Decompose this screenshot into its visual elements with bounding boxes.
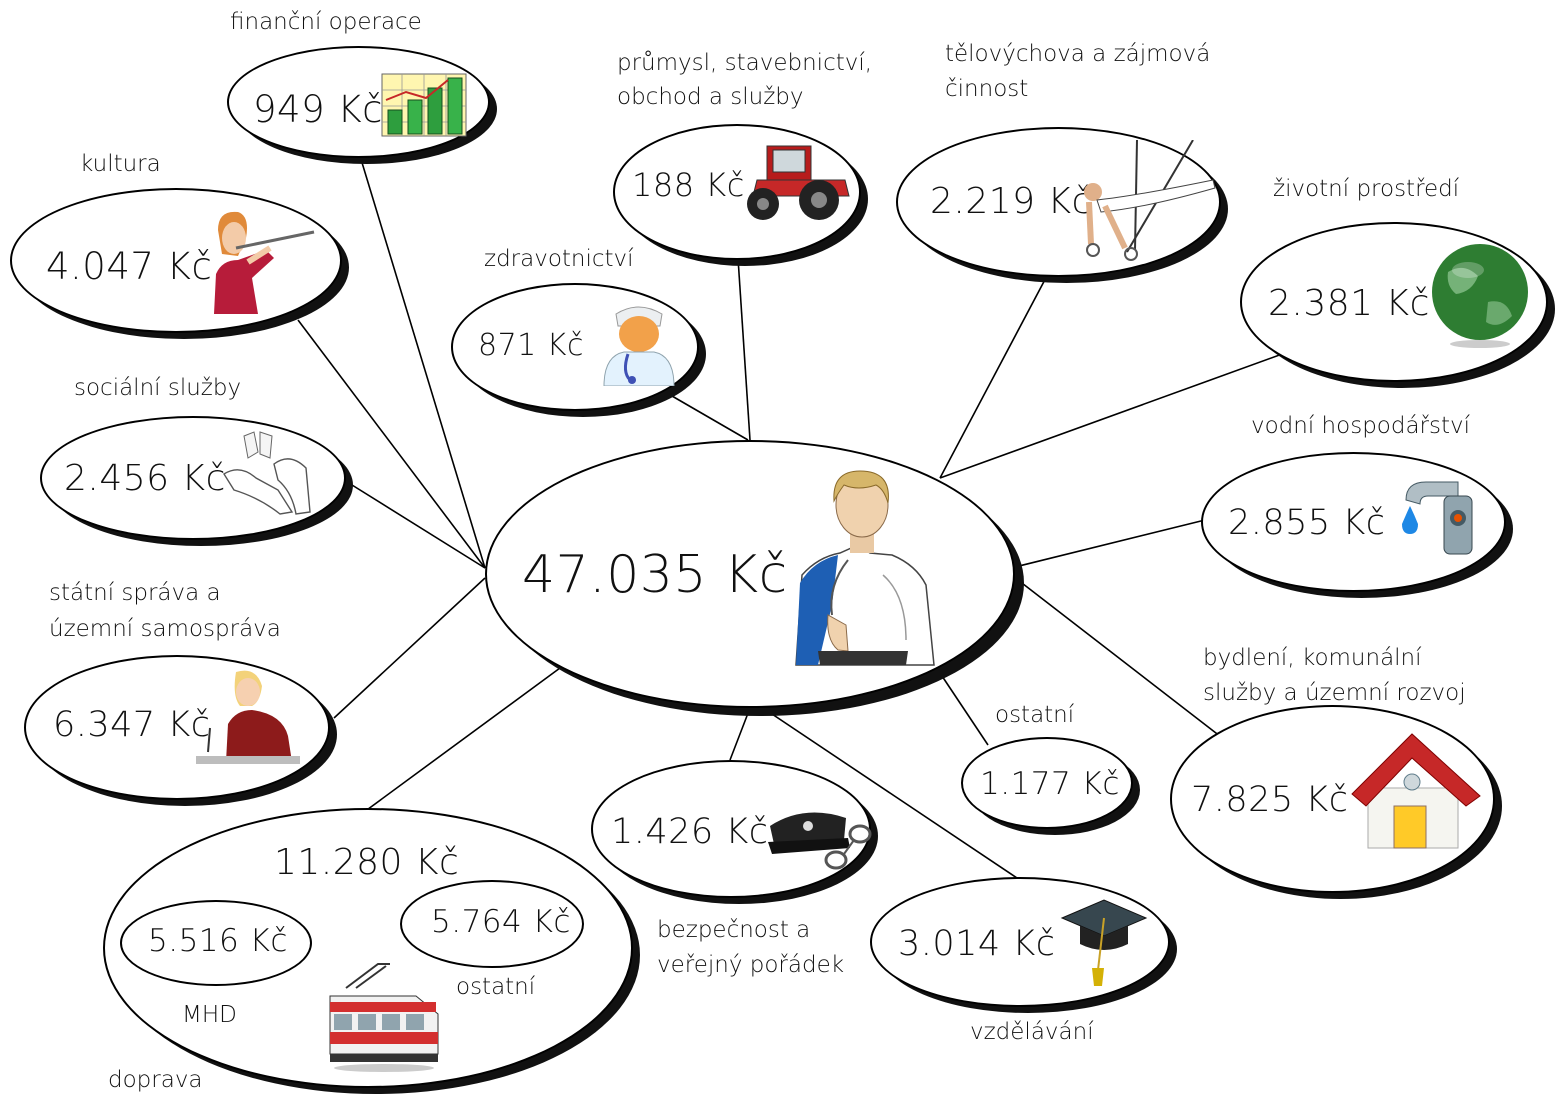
label-bezpecnost-line2: veřejný pořádek bbox=[657, 952, 845, 978]
globe-icon bbox=[1432, 244, 1528, 348]
value-socialni: 2.456 Kč bbox=[64, 458, 226, 499]
label-doprava: doprava bbox=[108, 1067, 203, 1093]
label-statni-line1: státní správa a bbox=[49, 580, 221, 606]
clerk-icon bbox=[196, 670, 300, 764]
flute-player-icon bbox=[214, 211, 315, 314]
label-statni-line2: územní samospráva bbox=[49, 616, 281, 642]
hands-icon bbox=[223, 431, 311, 515]
link-kultura bbox=[297, 319, 486, 569]
value-vodni: 2.855 Kč bbox=[1228, 503, 1386, 543]
tractor-icon bbox=[747, 145, 850, 220]
police-cap-icon bbox=[768, 812, 872, 870]
label-bydleni-line2: služby a územní rozvoj bbox=[1203, 680, 1466, 706]
link-ostatni bbox=[939, 672, 989, 746]
link-doprava bbox=[359, 667, 561, 816]
label-financni: finanční operace bbox=[230, 9, 422, 35]
label-ostatni: ostatní bbox=[995, 702, 1075, 728]
link-telovychova bbox=[939, 254, 1059, 479]
value-bezpecnost: 1.426 Kč bbox=[611, 812, 769, 852]
link-prumysl bbox=[737, 257, 751, 441]
ellipse-telovychova bbox=[896, 127, 1221, 277]
label-prumysl-line2: obchod a služby bbox=[617, 84, 804, 110]
ellipse-socialni bbox=[40, 416, 346, 540]
link-bydleni bbox=[1017, 579, 1226, 741]
value-telovychova: 2.219 Kč bbox=[930, 181, 1092, 222]
value-doprava-mhd: 5.516 Kč bbox=[148, 923, 288, 959]
value-kultura: 4.047 Kč bbox=[46, 245, 213, 288]
label-doprava-mhd: MHD bbox=[182, 1002, 237, 1028]
person-icon bbox=[795, 470, 935, 666]
doctor-icon bbox=[603, 306, 675, 386]
label-socialni: sociální služby bbox=[74, 375, 242, 401]
house-icon bbox=[1351, 733, 1481, 849]
label-telovychova-line2: činnost bbox=[945, 76, 1029, 102]
label-kultura: kultura bbox=[80, 151, 161, 177]
label-bezpecnost-line1: bezpečnost a bbox=[657, 917, 811, 943]
value-bydleni: 7.825 Kč bbox=[1191, 780, 1349, 820]
graduation-cap-icon bbox=[1060, 899, 1148, 986]
label-doprava-ostatni: ostatní bbox=[456, 974, 536, 1000]
label-zdravotnictvi: zdravotnictví bbox=[484, 246, 634, 272]
value-vzdelavani: 3.014 Kč bbox=[898, 924, 1056, 964]
link-zivotni bbox=[939, 352, 1286, 479]
gymnast-icon bbox=[1084, 140, 1216, 261]
label-vodni: vodní hospodářství bbox=[1251, 413, 1471, 439]
value-zdravotnictvi: 871 Kč bbox=[478, 328, 584, 363]
center-value: 47.035 Kč bbox=[522, 545, 788, 605]
link-socialni bbox=[351, 484, 486, 569]
ellipse-ostatni bbox=[961, 737, 1133, 829]
value-prumysl: 188 Kč bbox=[632, 166, 745, 204]
link-vzdelavani bbox=[759, 705, 1021, 881]
tram-icon bbox=[329, 963, 439, 1072]
finance-chart-icon bbox=[381, 73, 467, 137]
ellipse-vzdelavani bbox=[870, 877, 1170, 1007]
value-ostatni: 1.177 Kč bbox=[980, 766, 1120, 802]
value-doprava: 11.280 Kč bbox=[274, 842, 460, 883]
label-vzdelavani: vzdělávání bbox=[970, 1019, 1094, 1045]
label-prumysl-line1: průmysl, stavebnictví, bbox=[617, 50, 873, 76]
link-vodni bbox=[1014, 519, 1206, 568]
link-financni bbox=[359, 155, 486, 569]
link-statni bbox=[333, 577, 486, 719]
value-financni: 949 Kč bbox=[253, 88, 383, 131]
label-bydleni-line1: bydlení, komunální bbox=[1203, 645, 1422, 671]
ellipse-kultura bbox=[10, 188, 342, 333]
faucet-icon bbox=[1402, 481, 1473, 555]
ellipse-doprava-mhd bbox=[120, 900, 312, 986]
ellipse-zdravotnictvi bbox=[451, 283, 699, 411]
link-bezpecnost bbox=[729, 707, 751, 761]
value-zivotni: 2.381 Kč bbox=[1268, 283, 1430, 324]
label-zivotni: životní prostředí bbox=[1273, 176, 1460, 202]
ellipse-doprava-ostatni bbox=[400, 880, 584, 968]
value-doprava-ostatni: 5.764 Kč bbox=[431, 904, 571, 940]
value-statni: 6.347 Kč bbox=[53, 705, 211, 745]
link-zdravotnictvi bbox=[671, 395, 749, 441]
label-telovychova-line1: tělovýchova a zájmová bbox=[945, 41, 1211, 67]
